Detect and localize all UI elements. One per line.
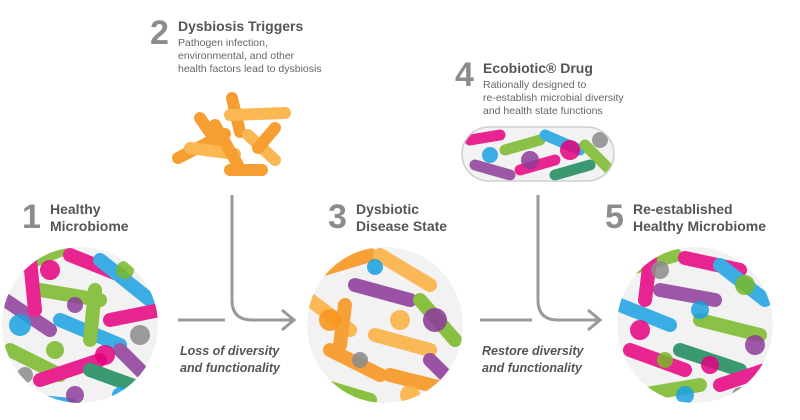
trigger-arrowhead-icon [281, 308, 297, 332]
caption-line: and functionality [180, 361, 280, 375]
step-title: Microbiome [50, 218, 129, 234]
step-title: Re-established [633, 201, 733, 217]
loss-caption: Loss of diversity and functionality [180, 343, 280, 377]
capsule-pill-icon [461, 126, 615, 182]
step-number: 5 [605, 198, 624, 236]
step-number: 4 [455, 56, 474, 94]
orange-rod-bacteria-icon [172, 92, 291, 176]
step-title: Healthy Microbiome [633, 218, 767, 234]
step-title: Ecobiotic® Drug [483, 60, 593, 76]
step-title: Disease State [356, 218, 448, 234]
caption-line: and functionality [482, 361, 582, 375]
trigger-arrow-icon [230, 195, 292, 322]
diverse-microbe-circle-icon [2, 247, 158, 403]
step-title: Dysbiosis Triggers [178, 18, 304, 34]
step-title: Healthy [50, 201, 101, 217]
step-description: Pathogen infection, [178, 37, 268, 49]
step-description: and health state functions [483, 105, 603, 117]
step-title: Dysbiotic [356, 201, 420, 217]
drug-arrow-icon [536, 195, 598, 322]
step-description: health factors lead to dysbiosis [178, 63, 322, 75]
restore-caption: Restore diversity and functionality [482, 343, 583, 377]
step-number: 3 [328, 198, 347, 236]
low-diversity-microbe-circle-icon [307, 247, 463, 403]
step-number: 2 [150, 14, 169, 52]
drug-arrowhead-icon [587, 308, 603, 332]
step-description: re-establish microbial diversity [483, 92, 624, 104]
caption-line: Loss of diversity [180, 344, 280, 358]
step-description: Rationally designed to [483, 79, 587, 91]
restored-microbe-circle-icon [617, 247, 773, 403]
caption-line: Restore diversity [482, 344, 584, 358]
step-number: 1 [22, 198, 41, 236]
step-description: environmental, and other [178, 50, 295, 62]
